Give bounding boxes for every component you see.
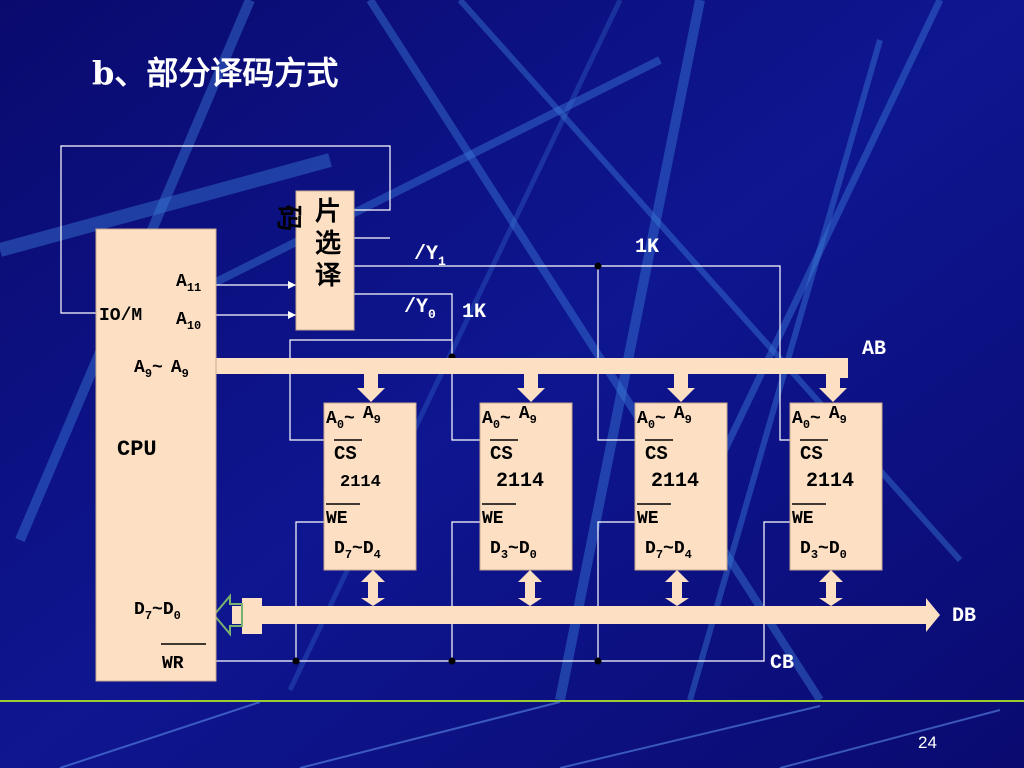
decoder-char-2: 选 [315,229,341,259]
decoder-box [295,190,355,331]
db-label: DB [952,605,976,628]
page-number: 24 [918,733,937,752]
cpu-box [95,228,217,682]
memory-chips: A0~A9CS2114WED7~D4A0~A9CS2114WED3~D0A0~A… [323,402,883,571]
chip-box [479,402,573,571]
pin-iom: IO/M [99,306,142,326]
chip-data-range: D3~D0 [490,539,537,562]
y0-label: /Y0 [404,296,436,322]
chip-model: 2114 [651,470,699,493]
chip-box [789,402,883,571]
ab-label: AB [862,338,886,361]
chip-model: 2114 [340,473,381,492]
chip-cs-label: CS [800,443,823,465]
decoder-char-4: 码 [273,205,303,231]
k-top-label: 1K [635,236,659,259]
slide-title: b、部分译码方式 [92,54,338,92]
chip-model: 2114 [806,470,854,493]
pin-a10: A10 [176,310,201,333]
chip-address-range: A0~A9 [637,404,692,432]
chip-cs-label: CS [490,443,513,465]
chip-address-range: A0~A9 [792,404,847,432]
bottom-band [0,700,1024,768]
chip-we-label: WE [326,509,348,529]
chip-we-label: WE [792,509,814,529]
chip-data-range: D7~D4 [645,539,692,562]
cpu-label: CPU [117,437,157,462]
pin-data-range: D7~D0 [134,600,181,623]
chip-data-range: D7~D4 [334,539,381,562]
decoder-block: 片 选 译 码 [273,190,355,331]
chip-model: 2114 [496,470,544,493]
chip-data-range: D3~D0 [800,539,847,562]
decoder-char-1: 片 [315,197,341,227]
address-bus [216,358,848,402]
chip-cs-label: CS [645,443,668,465]
pin-a11: A11 [176,272,201,295]
chip-box [634,402,728,571]
chip-address-range: A0~A9 [482,404,537,432]
chip-box [323,402,417,571]
y1-label: /Y1 [414,243,446,269]
data-bus [212,570,940,637]
decoder-char-3: 译 [315,261,342,291]
pin-a9-range: A9~A9 [134,358,189,381]
k-mid-label: 1K [462,301,486,324]
chip-cs-label: CS [334,443,357,465]
chip-we-label: WE [637,509,659,529]
cpu-block: CPU A11 IO/M A10 A9~A9 D7~D0 WR [95,228,217,682]
pin-wr: WR [162,654,184,674]
chip-we-label: WE [482,509,504,529]
cb-label: CB [770,652,794,675]
chip-address-range: A0~A9 [326,404,381,432]
